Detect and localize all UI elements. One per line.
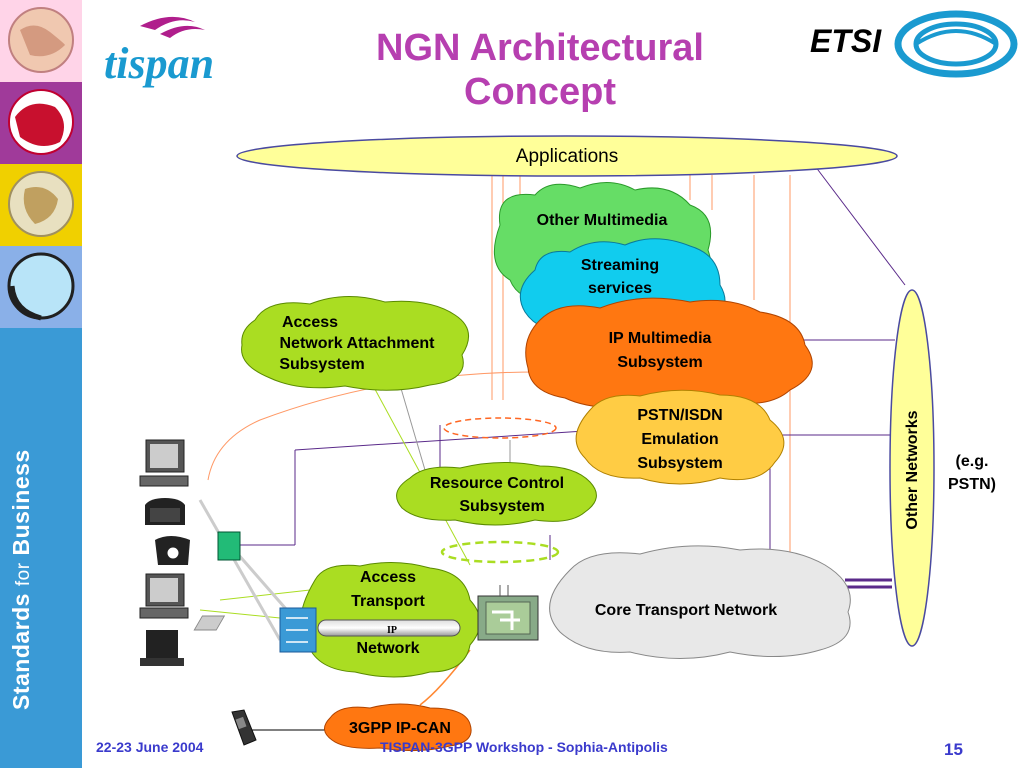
- other-multimedia-label: Other Multimedia: [537, 212, 668, 229]
- core-label: Core Transport Network: [595, 602, 777, 619]
- rcs-label-1: Resource Control: [430, 475, 564, 492]
- access-transport-cloud: Access Transport Network: [299, 561, 481, 678]
- globe-tile-magenta: [0, 82, 82, 164]
- footer-date: 22-23 June 2004: [96, 739, 204, 755]
- atn-label-2: Transport: [351, 593, 425, 610]
- atn-label-3: Network: [356, 640, 419, 657]
- nass-label-2: Network Attachment: [280, 335, 436, 352]
- etsi-wordmark: ETSI: [810, 23, 882, 59]
- page-number: 15: [944, 740, 963, 759]
- sidebar-slogan: Standards for Business: [8, 449, 34, 710]
- sidebar-band: Standards for Business: [0, 0, 82, 768]
- globe-tile-blue: [0, 246, 82, 328]
- pstn-label-3: Subsystem: [637, 455, 722, 472]
- pstn-emulation-cloud: PSTN/ISDN Emulation Subsystem: [575, 389, 785, 485]
- globe-tile-pink: [0, 0, 82, 82]
- title-line-1: NGN Architectural: [376, 27, 704, 69]
- ipcan-label: 3GPP IP-CAN: [349, 720, 451, 737]
- streaming-label-2: services: [588, 280, 652, 297]
- pstn-label-2: Emulation: [641, 431, 718, 448]
- pstn-label-1: PSTN/ISDN: [637, 407, 722, 424]
- resource-control-cloud: Resource Control Subsystem: [396, 461, 597, 526]
- access-node-box: [279, 607, 317, 653]
- core-transport-cloud: Core Transport Network: [549, 545, 851, 659]
- home-phone-icon: [155, 536, 190, 565]
- streaming-services-cloud: Streaming services: [519, 238, 726, 339]
- laptop-icon: [140, 630, 184, 666]
- other-multimedia-cloud: Other Multimedia: [493, 182, 712, 306]
- tispan-wordmark: tispan: [104, 39, 214, 88]
- dashed-ellipse-orange: [443, 417, 557, 439]
- ip-pipe: IP: [279, 607, 461, 653]
- ipmm-label-1: IP Multimedia: [609, 330, 712, 347]
- tispan-logo: tispan: [100, 8, 280, 88]
- other-networks-label: Other Networks: [904, 410, 921, 529]
- mobile-phone-icon: [231, 709, 257, 746]
- connection-lines: [198, 161, 906, 731]
- nass-label-3: Subsystem: [279, 356, 364, 373]
- network-adapter-icon: [217, 531, 241, 561]
- phone-icon-top: [145, 498, 185, 525]
- nass-cloud: Access Network Attachment Subsystem: [241, 295, 470, 391]
- dashed-ellipse-green: [440, 540, 560, 564]
- ip-label: IP: [387, 625, 397, 636]
- modem-icon-2: [193, 615, 226, 631]
- etsi-logo: ETSI: [806, 8, 1018, 80]
- applications-ellipse: [236, 135, 898, 177]
- tv-icon-top: [139, 439, 189, 487]
- slide-title: NGN Architectural Concept: [300, 26, 780, 114]
- gateway-router-icon: [477, 585, 539, 641]
- ipmm-label-2: Subsystem: [617, 354, 702, 371]
- ip-multimedia-cloud: IP Multimedia Subsystem: [525, 297, 813, 412]
- other-networks-ellipse: [889, 289, 935, 647]
- atn-label-1: Access: [360, 569, 416, 586]
- applications-label: Applications: [516, 146, 618, 167]
- streaming-label-1: Streaming: [581, 257, 659, 274]
- title-line-2: Concept: [464, 71, 616, 113]
- globe-tile-yellow: [0, 164, 82, 246]
- nass-label-1: Access: [282, 314, 338, 331]
- eg-label-1: (e.g.: [956, 453, 989, 470]
- footer-event: TISPAN-3GPP Workshop - Sophia-Antipolis: [380, 739, 668, 755]
- eg-label-2: PSTN): [948, 476, 996, 493]
- tv-icon-bottom: [139, 573, 189, 619]
- rcs-label-2: Subsystem: [459, 498, 544, 515]
